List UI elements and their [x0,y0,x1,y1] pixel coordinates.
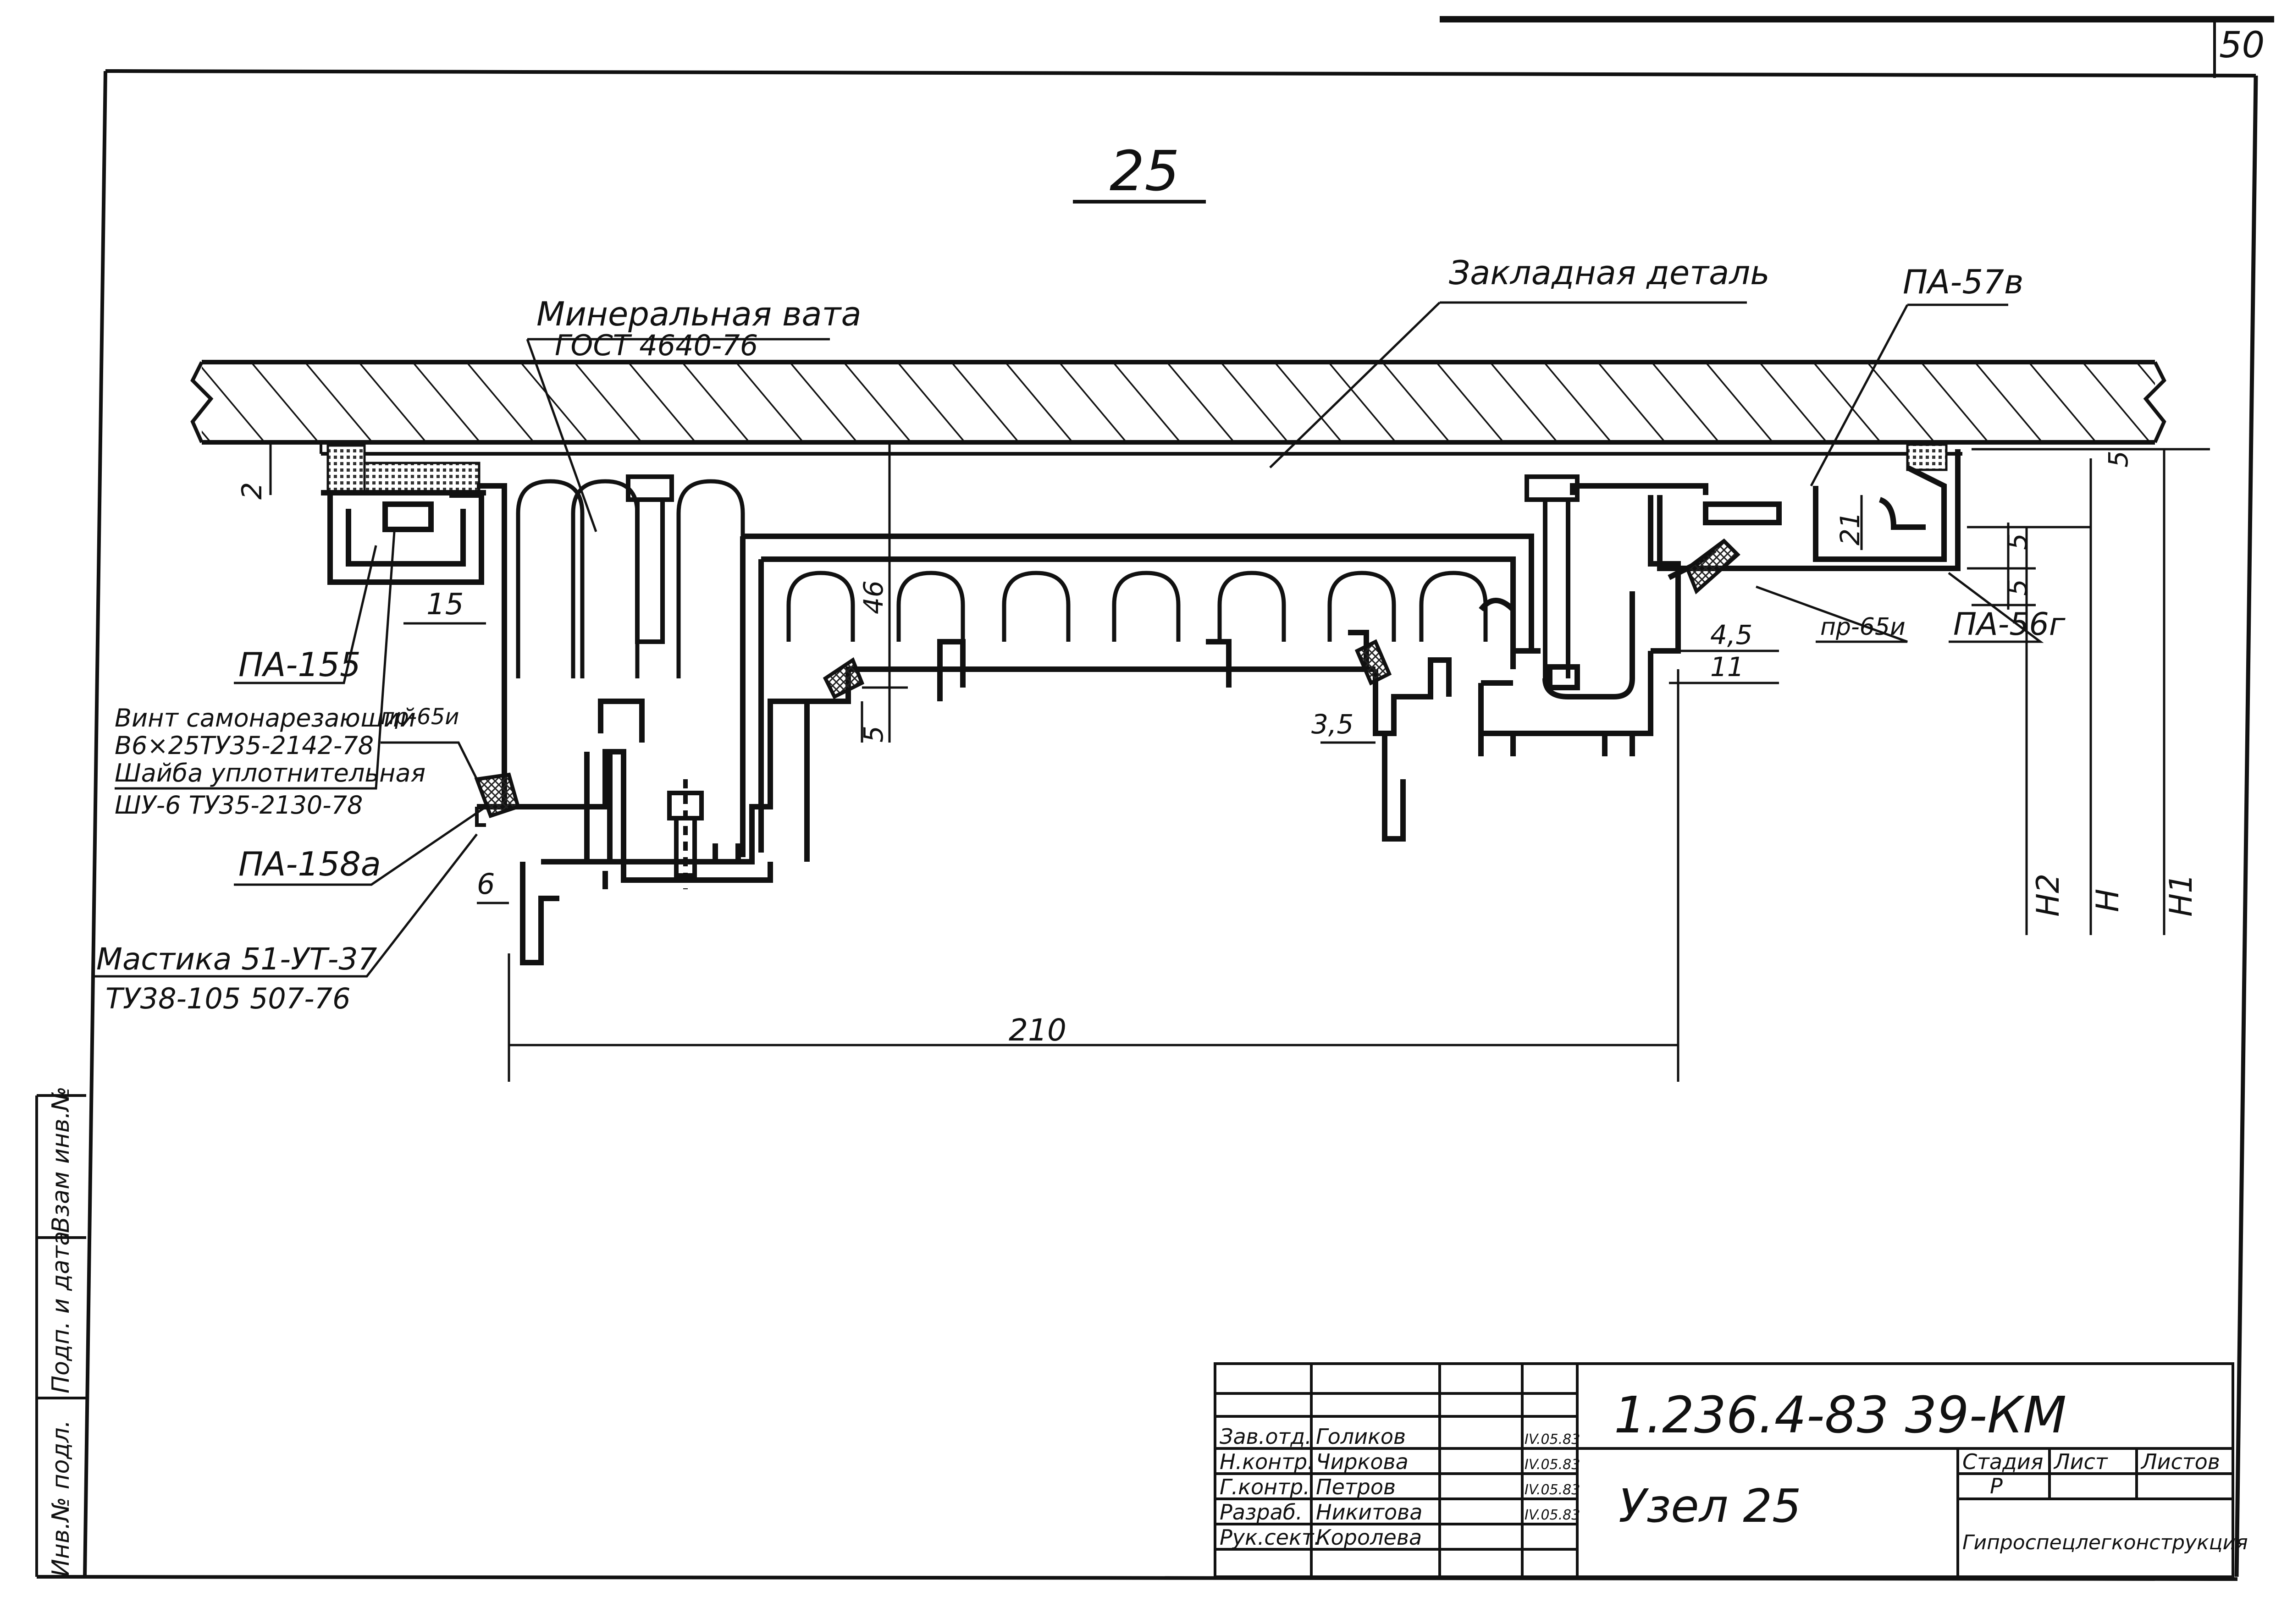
bolt-left [626,474,674,644]
wool-fold [1002,571,1071,642]
sealant-left [326,444,366,493]
person-date: IV.05.83 [1525,1431,1580,1448]
sealant-right [1906,443,1948,471]
drawing-title: Узел 25 [1619,1479,1801,1533]
stamp-sign-date: Подп. и дата [47,1231,75,1393]
person-role: Зав.отд. [1220,1424,1312,1449]
callout-pa-158a: ПА-158а [238,845,381,883]
callout-screw-2: В6×25ТУ35-2142-78 [115,731,374,760]
dim-5-c: 5 [2002,579,2033,596]
wool-fold [1217,571,1286,642]
sheet-frame [35,16,2274,1581]
frame-profile-left [477,483,810,965]
gasket-pa-56g [1685,538,1740,595]
profile-pa-155 [321,490,486,585]
person-role: Разраб. [1220,1500,1303,1525]
person-date: IV.05.83 [1525,1507,1580,1523]
sheets-label: Листов [2140,1449,2220,1474]
dim-5-b: 5 [2002,533,2033,550]
sheet-label: Лист [2053,1449,2108,1474]
callout-mineral-wool-gost: ГОСТ 4640-76 [555,329,758,362]
wool-fold [516,479,585,678]
dim-4-5: 4,5 [1710,619,1752,650]
wool-fold [1419,571,1488,642]
doc-code: 1.236.4-83 39-КМ [1614,1386,2066,1444]
callout-embedded-part: Закладная деталь [1449,253,1770,292]
wool-fold [896,571,965,642]
callout-pa-56g: ПА-56г [1953,606,2066,643]
callout-screw-1: Винт самонарезающий [115,704,416,732]
person-role: Н.контр. [1220,1449,1314,1474]
stamp-replace-inv: Взам инв.№ [47,1086,75,1233]
dim-2: 2 [236,482,268,500]
dim-3-5: 3,5 [1311,709,1353,740]
dim-6: 6 [477,867,495,901]
frame-profile-right [1348,483,1717,842]
org-name: Гипроспецлегконструкция [1962,1531,2248,1554]
wool-fold [676,479,745,678]
bolt-center [667,779,704,889]
detail-mark: 25 [1110,140,1180,204]
callout-washer-2: ШУ-6 ТУ35-2130-78 [115,791,363,820]
profile-pa-56g [1657,449,1961,571]
person-date: IV.05.83 [1525,1482,1580,1498]
sealant-left-strip [363,462,481,494]
callout-mastic-2: ТУ38-105 507-76 [105,982,351,1015]
dim-15: 15 [426,588,464,622]
dim-h1: H1 [2163,874,2199,917]
person-role: Рук.сект. [1220,1525,1320,1550]
wool-fold [786,571,855,642]
person-name: Никитова [1316,1500,1422,1525]
dim-h2: H2 [2030,874,2066,917]
concrete-slab [190,360,2166,445]
gasket-pa-158a [474,772,520,827]
gasket-center [823,657,865,699]
person-name: Королева [1316,1525,1422,1550]
callout-mastic-1: Мастика 51-УТ-37 [96,941,377,977]
person-name: Голиков [1316,1424,1406,1449]
callout-pa-155: ПА-155 [238,645,361,684]
wool-fold [1327,571,1396,642]
stage-label: Стадия [1962,1449,2043,1474]
callout-mineral-wool: Минеральная вата [536,295,862,333]
person-date: IV.05.83 [1525,1457,1580,1473]
embedded-plate [320,442,1962,456]
dim-5-mid: 5 [858,726,889,743]
dim-h: H [2090,889,2126,912]
stamp-inv-no: Инв.№ подл. [47,1420,75,1577]
person-role: Г.контр. [1220,1475,1310,1499]
callout-pa-57v: ПА-57в [1903,263,2023,301]
dim-21: 21 [1834,512,1866,545]
gasket-right [1354,639,1392,686]
person-name: Петров [1316,1475,1396,1499]
callout-washer-1: Шайба уплотнительная [115,759,425,787]
dim-11: 11 [1710,651,1744,683]
title-block [1214,1362,2234,1578]
person-name: Чиркова [1316,1449,1409,1474]
dim-5-a: 5 [2103,451,2134,468]
callout-pr-65u-right: пр-65и [1820,613,1906,641]
wool-fold [1112,571,1181,642]
stage-value: Р [1990,1474,2003,1498]
callout-pr-65u-left: пр-65и [381,704,459,730]
leader-lines [92,301,2044,978]
dimension-lines [269,442,2210,1082]
dim-46: 46 [858,580,889,614]
dim-210: 210 [1009,1013,1066,1048]
sheet-number: 50 [2219,25,2265,66]
